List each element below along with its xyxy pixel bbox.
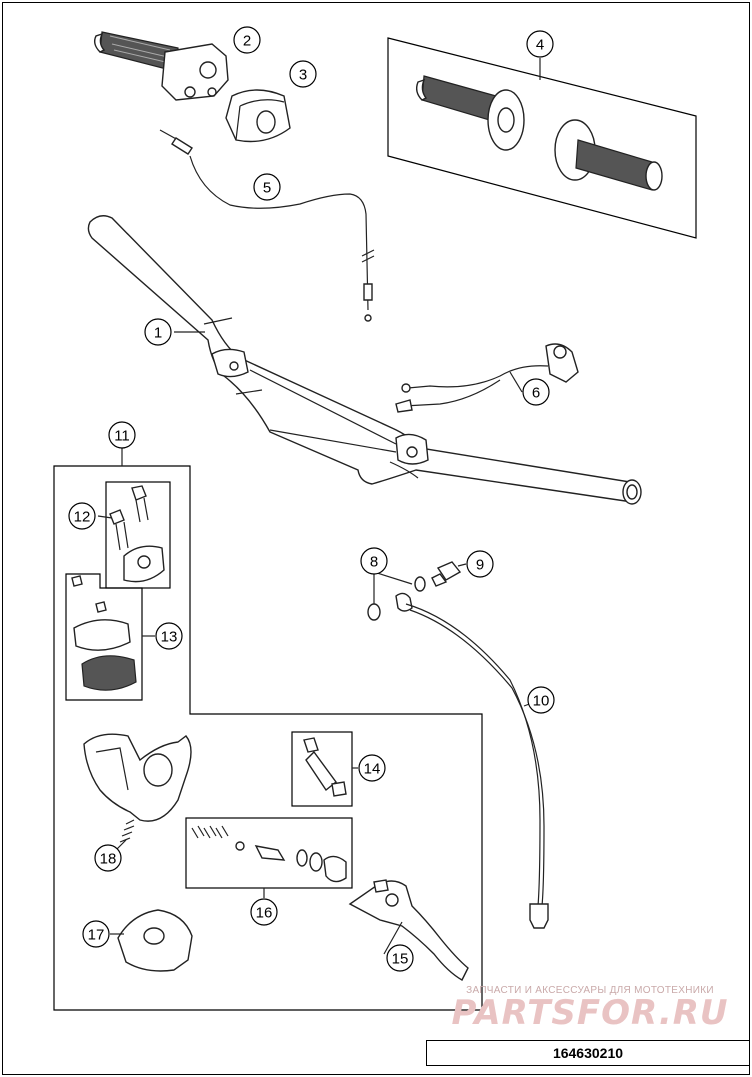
callout-label: 13	[161, 629, 178, 646]
callout-14: 14	[358, 754, 386, 782]
callout-circle	[358, 754, 386, 782]
brake-master-cylinder-group	[53, 465, 483, 1011]
callout-label: 5	[263, 180, 271, 197]
callout-circle	[250, 898, 278, 926]
callout-circle	[360, 547, 388, 575]
callout-label: 10	[533, 693, 550, 710]
callout-15: 15	[386, 944, 414, 972]
callout-label: 11	[114, 428, 130, 445]
grip-set	[387, 37, 697, 239]
callout-circle	[522, 378, 550, 406]
callout-circle	[108, 421, 136, 449]
callout-18: 18	[94, 844, 122, 872]
callout-label: 17	[88, 927, 105, 944]
callout-11: 11	[108, 421, 136, 449]
throttle-grip	[93, 31, 229, 101]
callout-12: 12	[68, 502, 96, 530]
callout-16: 16	[250, 898, 278, 926]
watermark-subtitle: ЗАПЧАСТИ И АКСЕССУАРЫ ДЛЯ МОТОТЕХНИКИ	[466, 985, 714, 996]
callout-6: 6	[522, 378, 550, 406]
throttle-cable	[159, 129, 375, 322]
callout-circle	[289, 60, 317, 88]
callout-label: 18	[100, 851, 117, 868]
callout-3: 3	[289, 60, 317, 88]
callout-label: 9	[476, 557, 484, 574]
throttle-housing-cover	[225, 89, 291, 143]
callout-4: 4	[526, 30, 554, 58]
handlebar	[87, 215, 642, 505]
callout-label: 3	[299, 67, 307, 84]
callout-circle	[94, 844, 122, 872]
callout-label: 12	[74, 509, 91, 526]
brake-hose	[367, 561, 549, 929]
callout-circle	[155, 622, 183, 650]
callout-label: 14	[364, 761, 381, 778]
callout-5: 5	[253, 173, 281, 201]
callout-circle	[68, 502, 96, 530]
watermark-brand: PARTSFOR.RU	[451, 993, 729, 1033]
callout-label: 6	[532, 385, 540, 402]
callout-label: 15	[392, 951, 409, 968]
callout-8: 8	[360, 547, 388, 575]
callout-2: 2	[233, 26, 261, 54]
document-number: 164630210	[426, 1040, 750, 1066]
callout-circle	[527, 686, 555, 714]
callout-9: 9	[466, 550, 494, 578]
callout-10: 10	[527, 686, 555, 714]
callout-label: 4	[536, 37, 544, 54]
callout-13: 13	[155, 622, 183, 650]
kill-switch	[395, 343, 579, 413]
callout-circle	[82, 920, 110, 948]
callout-circle	[526, 30, 554, 58]
watermark: ЗАПЧАСТИ И АКСЕССУАРЫ ДЛЯ МОТОТЕХНИКИ PA…	[440, 985, 740, 1030]
callout-circle	[253, 173, 281, 201]
callout-1: 1	[144, 318, 172, 346]
callout-circle	[144, 318, 172, 346]
callout-17: 17	[82, 920, 110, 948]
callout-label: 16	[256, 905, 273, 922]
callout-label: 1	[154, 325, 162, 342]
callout-circle	[233, 26, 261, 54]
callout-circle	[386, 944, 414, 972]
callout-circle	[466, 550, 494, 578]
callout-label: 2	[243, 33, 251, 50]
callout-label: 8	[370, 554, 378, 571]
